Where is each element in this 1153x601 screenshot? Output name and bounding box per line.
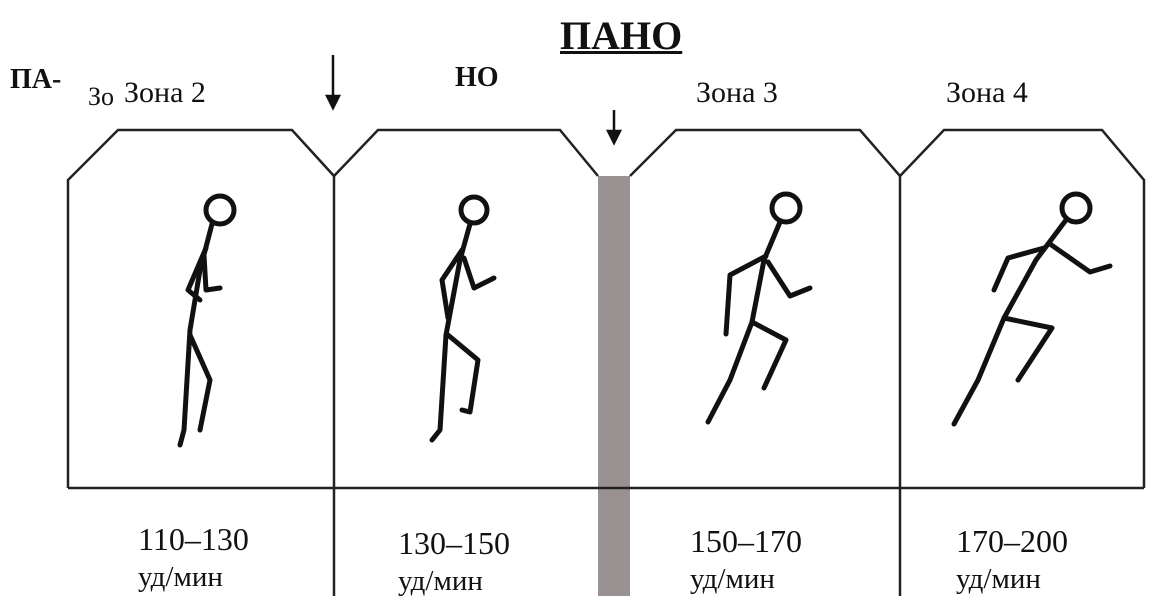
- heart-rate-unit-3: уд/мин: [690, 563, 775, 595]
- runner-figure-2: [429, 194, 497, 443]
- zone-label-3: Зона 3: [690, 76, 784, 110]
- arrow-icon: [605, 110, 623, 146]
- runner-figure-3: [705, 191, 813, 425]
- runner-figure-4: [951, 191, 1113, 427]
- anaerobic-threshold-bar: [598, 176, 630, 596]
- arrow-icon: [324, 55, 342, 111]
- heart-rate-unit-2: уд/мин: [398, 565, 483, 597]
- heart-rate-range-1: 110–130: [138, 521, 249, 557]
- heart-rate-range-3: 150–170: [690, 523, 802, 559]
- diagram-title: ПАНО: [560, 13, 683, 58]
- heart-rate-range-4: 170–200: [956, 523, 1068, 559]
- label-pa: ПА-: [10, 64, 62, 95]
- zone-label-2: Зона 2: [118, 76, 212, 110]
- label-fragment: Зо: [88, 82, 115, 111]
- heart-rate-unit-1: уд/мин: [138, 561, 223, 593]
- heart-rate-unit-4: уд/мин: [956, 563, 1041, 595]
- zone-label-4: Зона 4: [940, 76, 1034, 110]
- panel-outlines: [66, 128, 1146, 596]
- label-no: НО: [455, 62, 499, 93]
- runner-figure-1: [177, 193, 237, 448]
- heart-rate-range-2: 130–150: [398, 525, 510, 561]
